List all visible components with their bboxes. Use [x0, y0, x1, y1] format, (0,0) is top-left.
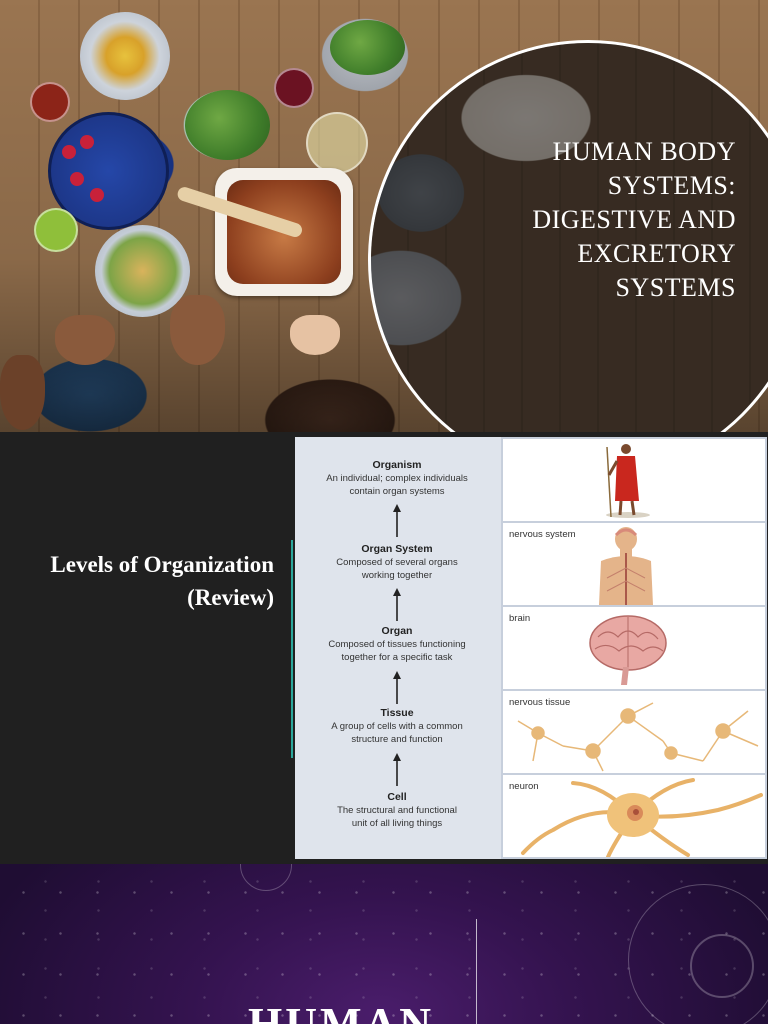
levels-title: Levels of Organization (Review) [4, 548, 274, 614]
brain-icon [589, 615, 667, 685]
panel-label: brain [509, 613, 531, 624]
panel-nervous-system: nervous system [503, 523, 765, 605]
illustration-panels: nervous system brain [501, 437, 767, 859]
radish-image [70, 172, 84, 186]
title-line: Systems [615, 273, 736, 302]
panel-brain: brain [503, 607, 765, 689]
level-name: Organ System [361, 543, 433, 555]
pepper-plate-image [80, 12, 170, 100]
panel-label: neuron [509, 781, 539, 792]
level-desc: An individual; complex individuals [326, 473, 468, 484]
person-icon [606, 444, 650, 518]
wine-glass-image [274, 68, 314, 108]
slide-title-partial: Human [248, 999, 435, 1024]
level-desc: working together [361, 570, 433, 581]
hand-image [290, 315, 340, 355]
level-name: Organism [372, 459, 422, 471]
slide-human-partial: Human [0, 864, 768, 1024]
level-desc: Composed of tissues functioning [328, 639, 466, 650]
up-arrow-icon [393, 753, 401, 786]
panel-label: nervous system [509, 529, 576, 540]
up-arrow-icon [393, 588, 401, 621]
level-desc: Composed of several organs [336, 557, 458, 568]
title-line: Digestive and [532, 205, 736, 234]
slide-levels: Levels of Organization (Review) Organism… [0, 432, 768, 864]
level-desc: The structural and functional [337, 805, 457, 816]
salad-bowl-image [185, 90, 270, 160]
level-desc: contain organ systems [349, 486, 445, 497]
decorative-ring [628, 884, 768, 1024]
drink-glass-image [30, 82, 70, 122]
title-line: Excretory [577, 239, 736, 268]
hierarchy-list: Organism An individual; complex individu… [295, 437, 499, 859]
level-tissue: Tissue A group of cells with a common st… [295, 707, 499, 746]
accent-line [291, 540, 293, 758]
levels-title-line: Levels of Organization [50, 552, 274, 577]
panel-label: nervous tissue [509, 697, 571, 708]
radish-image [62, 145, 76, 159]
title-circle [368, 40, 768, 432]
level-name: Tissue [380, 707, 414, 719]
panel-nervous-tissue: nervous tissue [503, 691, 765, 773]
slide-title-text: Human Body Systems: Digestive and Excret… [496, 135, 736, 305]
up-arrow-icon [393, 671, 401, 704]
slide-title: Human Body Systems: Digestive and Excret… [0, 0, 768, 432]
levels-title-line: (Review) [187, 585, 274, 610]
panel-organism [503, 439, 765, 521]
panel-neuron: neuron [503, 775, 765, 857]
nervous-tissue-icon [517, 702, 759, 772]
level-organism: Organism An individual; complex individu… [295, 459, 499, 498]
up-arrow-icon [393, 504, 401, 537]
decorative-ring [690, 934, 754, 998]
potato-plate-image [95, 225, 190, 317]
lemon-glass-image [306, 112, 368, 174]
level-desc: A group of cells with a common [331, 721, 463, 732]
level-desc: together for a specific task [341, 652, 453, 663]
hand-image [170, 295, 225, 365]
neuron-icon [521, 778, 763, 857]
radish-plate-image [48, 112, 169, 230]
hand-image [55, 315, 115, 365]
radish-image [80, 135, 94, 149]
level-organ: Organ Composed of tissues functioning to… [295, 625, 499, 664]
hand-image [0, 355, 45, 430]
title-line: Human Body [552, 137, 736, 166]
levels-figure: Organism An individual; complex individu… [295, 437, 767, 859]
juice-glass-image [34, 208, 78, 252]
level-cell: Cell The structural and functional unit … [295, 791, 499, 830]
radish-image [90, 188, 104, 202]
level-organ-system: Organ System Composed of several organs … [295, 543, 499, 582]
level-desc: unit of all living things [351, 818, 443, 829]
level-desc: structure and function [351, 734, 443, 745]
nervous-system-icon [599, 527, 653, 605]
vertical-divider [476, 919, 477, 1024]
level-name: Organ [381, 625, 413, 637]
title-line: Systems: [607, 171, 736, 200]
level-name: Cell [387, 791, 407, 803]
